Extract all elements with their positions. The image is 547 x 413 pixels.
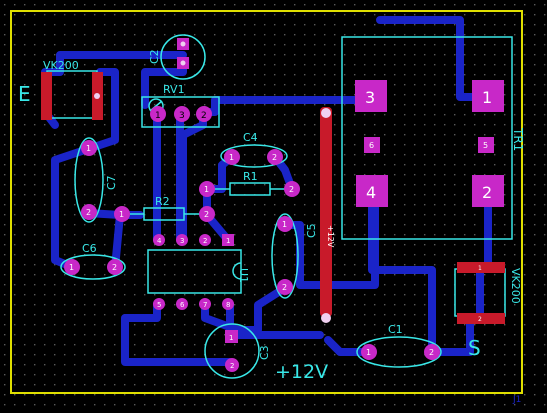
c3-pad-1: 1 bbox=[229, 334, 233, 342]
tr1-pad-1: 1 bbox=[482, 88, 492, 107]
j1-label: J1 bbox=[512, 395, 521, 405]
c3-label: C3 bbox=[258, 345, 271, 360]
u1-outline bbox=[147, 249, 242, 294]
rv1-pad-3: 3 bbox=[179, 111, 185, 121]
c4-label: C4 bbox=[243, 131, 258, 144]
c5-pad-1: 1 bbox=[282, 220, 287, 229]
c3-pad-2: 2 bbox=[230, 362, 234, 370]
vk200-right-label: VK200 bbox=[509, 268, 522, 304]
c6-pad-2: 2 bbox=[112, 263, 117, 272]
c5-outline bbox=[271, 213, 299, 299]
c5-label: C5 bbox=[305, 223, 318, 238]
svg-text:4: 4 bbox=[157, 237, 162, 245]
vk200-left-label: VK200 bbox=[43, 59, 79, 72]
r1-body bbox=[229, 182, 271, 196]
svg-text:2: 2 bbox=[203, 237, 207, 245]
c2-label: C2 bbox=[148, 49, 161, 64]
vk200-right-pad-2: 2 bbox=[478, 316, 482, 323]
c7-outline bbox=[74, 137, 104, 223]
u1-label: U1 bbox=[237, 268, 250, 283]
e-label: E bbox=[18, 82, 31, 106]
c7-pad-1: 1 bbox=[86, 144, 91, 153]
rv1-label: RV1 bbox=[163, 83, 185, 96]
tr1-pad-6: 6 bbox=[369, 141, 374, 150]
c4-pad-2: 2 bbox=[272, 153, 277, 162]
c7-label: C7 bbox=[105, 175, 118, 190]
r1-pad-2: 2 bbox=[289, 185, 294, 194]
u1-pins-top: 4 3 2 1 bbox=[153, 234, 234, 246]
tr1-pad-4: 4 bbox=[366, 183, 376, 202]
tr1-pad-5: 5 bbox=[483, 141, 488, 150]
r1-label: R1 bbox=[243, 170, 258, 183]
svg-text:6: 6 bbox=[180, 301, 185, 309]
svg-text:5: 5 bbox=[157, 301, 161, 309]
c4-pad-1: 1 bbox=[229, 153, 234, 162]
r2-pad-2: 2 bbox=[204, 210, 209, 219]
c4-outline bbox=[220, 144, 288, 168]
rv1-pad-2: 2 bbox=[201, 111, 207, 121]
supply-label: +12V bbox=[275, 361, 328, 383]
c3-outline bbox=[204, 323, 260, 379]
vk200-right-pad-1: 1 bbox=[478, 265, 482, 272]
rv1-outline bbox=[141, 96, 220, 128]
c6-outline bbox=[60, 254, 126, 280]
r2-pad-1: 1 bbox=[119, 210, 124, 219]
c1-outline bbox=[356, 336, 442, 368]
svg-text:3: 3 bbox=[180, 237, 184, 245]
c1-pad-1: 1 bbox=[366, 348, 371, 357]
svg-text:8: 8 bbox=[226, 301, 230, 309]
c1-pad-2: 2 bbox=[429, 348, 434, 357]
u1-pins-bottom: 5 6 7 8 bbox=[153, 298, 234, 310]
r2-body bbox=[143, 207, 185, 221]
power-trace bbox=[320, 107, 332, 317]
c7-pad-2: 2 bbox=[86, 208, 91, 217]
c6-pad-1: 1 bbox=[69, 263, 74, 272]
s-label: S bbox=[468, 336, 481, 360]
tr1-pad-3: 3 bbox=[365, 88, 375, 107]
c6-label: C6 bbox=[82, 242, 97, 255]
svg-text:7: 7 bbox=[203, 301, 207, 309]
svg-text:1: 1 bbox=[226, 237, 230, 245]
rv1-pad-1: 1 bbox=[155, 111, 161, 121]
tr1-outline bbox=[341, 36, 513, 240]
board-outline bbox=[10, 10, 523, 394]
r1-pad-1: 1 bbox=[204, 185, 209, 194]
c5-pad-2: 2 bbox=[282, 283, 287, 292]
c2-outline bbox=[160, 34, 206, 80]
tr1-label: TR1 bbox=[511, 127, 525, 151]
tr1-pads: 3 1 6 5 4 2 bbox=[355, 80, 504, 207]
c1-label: C1 bbox=[388, 323, 403, 336]
c5-value-label: +12V bbox=[326, 225, 335, 248]
r2-label: R2 bbox=[155, 195, 170, 208]
tr1-pad-2: 2 bbox=[482, 183, 492, 202]
